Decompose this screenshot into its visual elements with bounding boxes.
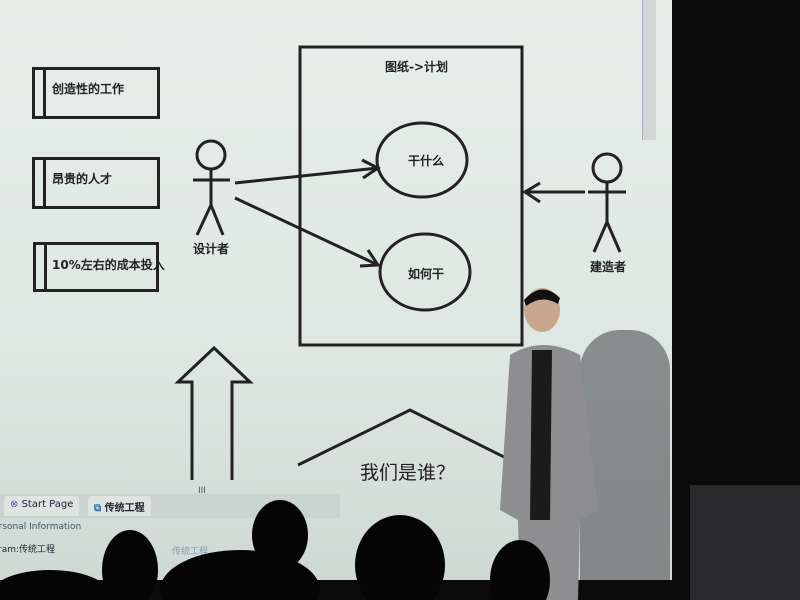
- tab-traditional-project[interactable]: ⧉ 传统工程: [88, 496, 151, 516]
- up-arrow-icon: [174, 345, 254, 480]
- program-label: Program:传统工程: [0, 545, 56, 555]
- note-box-3: [33, 242, 159, 292]
- panel-personal-info[interactable]: Personal Information: [0, 522, 82, 532]
- actor-designer-icon: [193, 139, 230, 236]
- scroll-grip[interactable]: III: [198, 486, 206, 496]
- actor-label-builder: 建造者: [590, 260, 627, 274]
- speaker-silhouette: [500, 288, 598, 600]
- note-label-1: 创造性的工作: [52, 82, 125, 96]
- system-boundary: [298, 45, 524, 347]
- start-page-icon: ⊗: [10, 499, 22, 510]
- note-box-2: [32, 157, 160, 209]
- note-box-1: [32, 67, 160, 119]
- tab-start-page[interactable]: ⊗ Start Page: [4, 496, 80, 516]
- bottom-shape: [297, 408, 521, 467]
- bottom-title: 我们是谁？: [360, 462, 456, 484]
- system-title: 图纸->计划: [385, 60, 449, 74]
- diagram-lines: [174, 45, 626, 480]
- use-case-ellipse-2: [378, 232, 472, 312]
- scrollbar[interactable]: [642, 0, 656, 140]
- note-label-2: 昂贵的人才: [52, 172, 113, 186]
- note-label-3: 10%左右的成本投入: [52, 258, 165, 272]
- actor-builder-icon: [588, 152, 626, 253]
- use-case-1: 干什么: [408, 154, 445, 168]
- use-case-2: 如何干: [408, 267, 445, 281]
- audience-silhouettes: [0, 500, 550, 600]
- use-case-ellipse-1: [375, 121, 469, 199]
- faded-label: 传统工程: [172, 547, 209, 557]
- tab-label: 传统工程: [104, 503, 145, 514]
- podium: [690, 485, 800, 600]
- actor-label-designer: 设计者: [193, 242, 230, 256]
- diagram-icon: ⧉: [94, 503, 105, 514]
- speaker-shadow: [580, 330, 670, 580]
- tab-label: Start Page: [21, 499, 74, 510]
